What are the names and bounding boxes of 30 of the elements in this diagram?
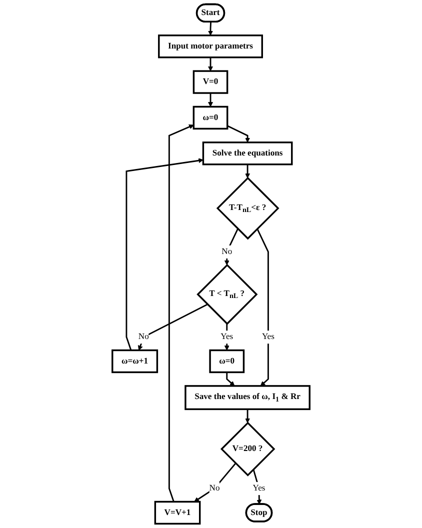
node-diamond: T-T$_{nL}$<ε ? [216, 176, 280, 240]
arrow [245, 164, 250, 178]
arrow [208, 57, 214, 72]
edge-label: Yes [262, 332, 274, 342]
arrow [208, 93, 214, 107]
arrow [168, 124, 194, 502]
node-diamond: T < T$_{nL}$ ? [196, 264, 258, 325]
edge-label: No [222, 247, 232, 256]
edge-label: No [138, 332, 149, 342]
arrow [227, 125, 250, 143]
arrow [256, 228, 269, 386]
node-box: ω=ω+1 [112, 349, 158, 374]
node-box: V=V+1 [154, 500, 201, 525]
node-box: ω=0 [192, 106, 228, 130]
arrow [224, 228, 238, 266]
node-box: ω=0 [209, 349, 245, 374]
arrow [194, 462, 236, 502]
edge-label: Yes [252, 484, 266, 493]
node-box: Save the values of ω, I$_{1}$ & Rr [184, 385, 310, 410]
node-diamond: V=200 ? [220, 422, 276, 476]
edge-label: Yes [220, 332, 234, 342]
node-box: Input motor parametrs [158, 34, 263, 58]
arrow [138, 304, 208, 350]
arrow [208, 22, 214, 36]
arrow [126, 158, 204, 350]
arrow [226, 372, 235, 386]
node-box: Solve the equations [202, 142, 293, 166]
edge-label: No [209, 484, 220, 493]
arrow [245, 409, 250, 424]
node-box: V=0 [192, 70, 228, 94]
